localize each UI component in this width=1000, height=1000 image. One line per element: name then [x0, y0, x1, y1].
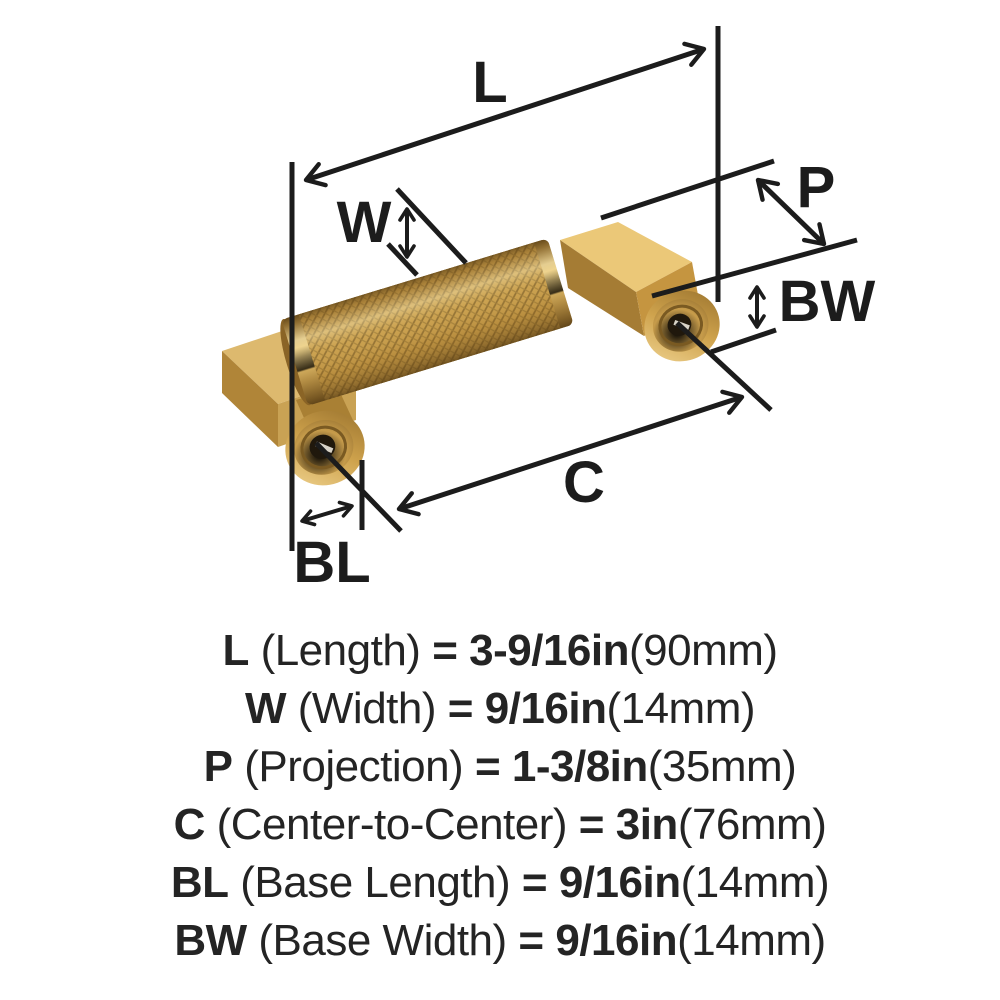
- spec-metric: (90mm): [629, 626, 778, 675]
- spec-value: 3-9/16in: [469, 626, 629, 675]
- spec-equals: =: [447, 684, 474, 733]
- grip-shading: [283, 239, 573, 405]
- spec-equals: =: [474, 742, 501, 791]
- spec-metric: (35mm): [647, 742, 797, 791]
- spec-value: 1-3/8in: [511, 742, 648, 791]
- label-W: W: [337, 190, 392, 255]
- ext-line-P-upper: [600, 158, 775, 221]
- right-base-side-face: [560, 240, 644, 336]
- spec-equals: =: [578, 800, 605, 849]
- spec-line-length: L (Length) = 3-9/16in (90mm): [222, 622, 778, 680]
- spec-metric: (14mm): [606, 684, 756, 733]
- spec-line-base-width: BW (Base Width) = 9/16in (14mm): [174, 912, 826, 970]
- spec-line-base-length: BL (Base Length) = 9/16in (14mm): [170, 854, 830, 912]
- spec-metric: (14mm): [677, 916, 826, 965]
- dimension-diagram: L W P BW C BL: [222, 26, 876, 595]
- dim-line-C: [396, 389, 745, 517]
- spec-name: (Base Length): [240, 858, 511, 907]
- spec-line-projection: P (Projection) = 1-3/8in (35mm): [204, 738, 797, 796]
- spec-name: (Length): [260, 626, 421, 675]
- spec-equals: =: [432, 626, 458, 675]
- spec-symbol: P: [203, 742, 233, 791]
- ext-line-BW-lower: [710, 327, 777, 355]
- spec-metric: (76mm): [677, 800, 827, 849]
- spec-name: (Base Width): [258, 916, 507, 965]
- dimension-lines: [289, 26, 858, 551]
- ext-line-P-lower: [651, 237, 858, 299]
- label-BW: BW: [779, 269, 876, 334]
- spec-metric: (14mm): [680, 858, 830, 907]
- handle-diagram-svg: L W P BW C BL: [222, 26, 876, 595]
- label-L: L: [472, 50, 507, 115]
- spec-symbol: BL: [170, 858, 229, 907]
- ext-tick-W-top: [395, 187, 468, 265]
- spec-name: (Center-to-Center): [216, 800, 568, 849]
- left-rosette-groove: [300, 425, 347, 470]
- label-P: P: [797, 155, 836, 220]
- dimension-labels: L W P BW C BL: [293, 50, 875, 595]
- spec-line-width: W (Width) = 9/16in (14mm): [244, 680, 756, 738]
- spec-symbol: W: [244, 684, 287, 733]
- right-base-top-face: [560, 222, 692, 292]
- label-C: C: [563, 450, 605, 515]
- spec-line-center-to-center: C (Center-to-Center) = 3in (76mm): [174, 796, 827, 854]
- handle-illustration: [222, 222, 720, 486]
- dim-arrow-BL: [300, 500, 354, 527]
- ext-tick-W-bottom: [386, 242, 419, 277]
- spec-symbol: BW: [174, 916, 247, 965]
- spec-value: 9/16in: [555, 916, 678, 965]
- dim-line-P: [755, 177, 827, 247]
- spec-value: 9/16in: [558, 858, 681, 907]
- ext-line-C-left: [314, 441, 403, 533]
- spec-list: L (Length) = 3-9/16in (90mm) W (Width) =…: [0, 622, 1000, 970]
- spec-symbol: L: [222, 626, 249, 675]
- right-rosette-groove: [658, 304, 703, 347]
- spec-value: 3in: [615, 800, 679, 849]
- spec-equals: =: [518, 916, 544, 965]
- spec-name: (Width): [297, 684, 437, 733]
- spec-value: 9/16in: [484, 684, 607, 733]
- label-BL: BL: [293, 530, 370, 595]
- knurled-grip: [280, 239, 573, 406]
- left-base-side-face: [222, 351, 278, 447]
- dim-line-L: [303, 41, 707, 188]
- spec-equals: =: [521, 858, 548, 907]
- spec-name: (Projection): [244, 742, 464, 791]
- spec-symbol: C: [173, 800, 206, 849]
- ext-line-C-right: [675, 321, 773, 412]
